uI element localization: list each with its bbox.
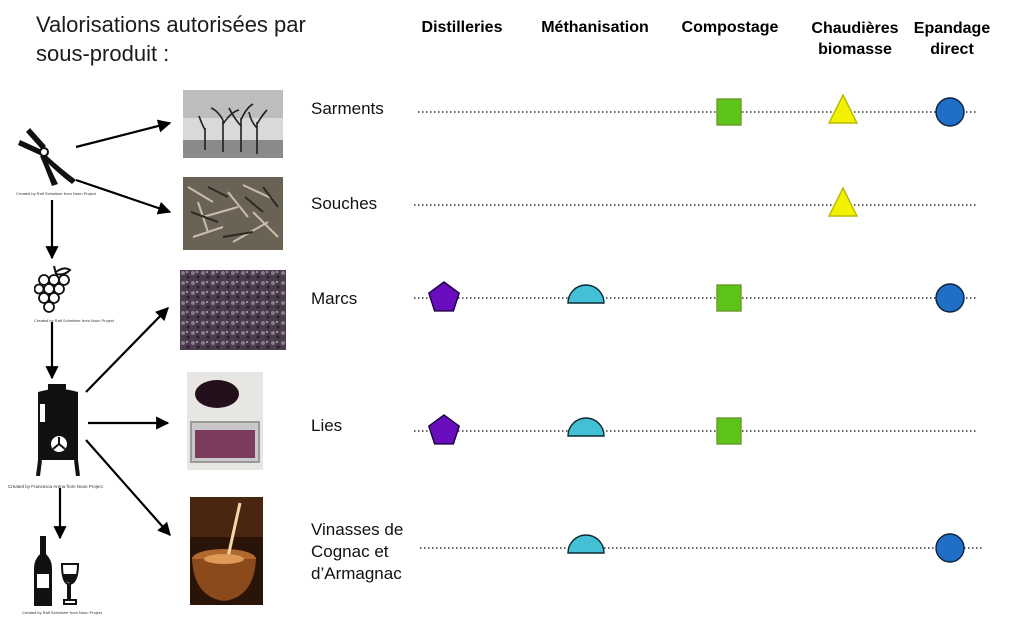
triangle-marker-souches-chaudieres-biomasse-icon [827,186,859,217]
square-marker-sarments-compostage-icon [716,98,742,126]
circle-marker-marcs-epandage-direct-icon [935,283,965,313]
circle-marker-sarments-epandage-direct-icon [935,97,965,127]
wine-tank-icon [34,384,82,477]
icon-credit: Created by Ralf Schmitzer from Noun Proj… [16,191,97,196]
column-header-epandage-direct: Epandage direct [913,20,991,58]
icon-credit: Created by Francesca Arena from Noun Pro… [8,484,103,489]
column-header-chaudieres-biomasse: Chaudières biomasse [811,20,899,58]
arrow-tank-to-vinasses [85,439,171,536]
diagram-title: Valorisations autorisées par sous-produi… [36,12,306,66]
wine-bottle-glass-icon [30,536,82,608]
arrow-tank-to-marcs [85,307,169,393]
row-label-lies: Lies [311,416,343,435]
column-header-distilleries: Distilleries [421,19,503,36]
vine-stumps-photo [183,177,283,250]
pruning-shears-icon [16,124,78,188]
square-marker-marcs-compostage-icon [716,284,742,312]
vineyard-canes-photo [183,90,283,158]
pentagon-marker-marcs-distilleries-icon [427,281,461,312]
column-header-methanisation: Méthanisation [541,19,649,36]
row-label-sarments: Sarments [311,99,384,118]
arrow-shears-to-souches [75,178,172,215]
circle-marker-vinasses-de-epandage-direct-icon [935,533,965,563]
icon-credit: Created by Ralf Schmitzer from Noun Proj… [34,318,115,323]
half-disc-marker-marcs-methanisation-icon [567,284,605,304]
column-header-compostage: Compostage [681,19,779,36]
pentagon-marker-lies-distilleries-icon [427,414,461,445]
icon-credit: Created by Ralf Schmitzer from Noun Proj… [22,610,103,615]
half-disc-marker-vinasses-de-methanisation-icon [567,534,605,554]
grapes-icon [33,264,76,316]
arrow-shears-to-sarments [75,119,172,149]
wine-lees-photo [187,372,263,470]
half-disc-marker-lies-methanisation-icon [567,417,605,437]
row-label-vinasses: Vinasses de Cognac et d’Armagnac [311,520,404,583]
vinasse-pour-photo [190,497,263,605]
square-marker-lies-compostage-icon [716,417,742,445]
row-label-souches: Souches [311,194,378,213]
grape-marc-photo [180,270,286,350]
triangle-marker-sarments-chaudieres-biomasse-icon [827,93,859,124]
row-label-marcs: Marcs [311,289,358,308]
